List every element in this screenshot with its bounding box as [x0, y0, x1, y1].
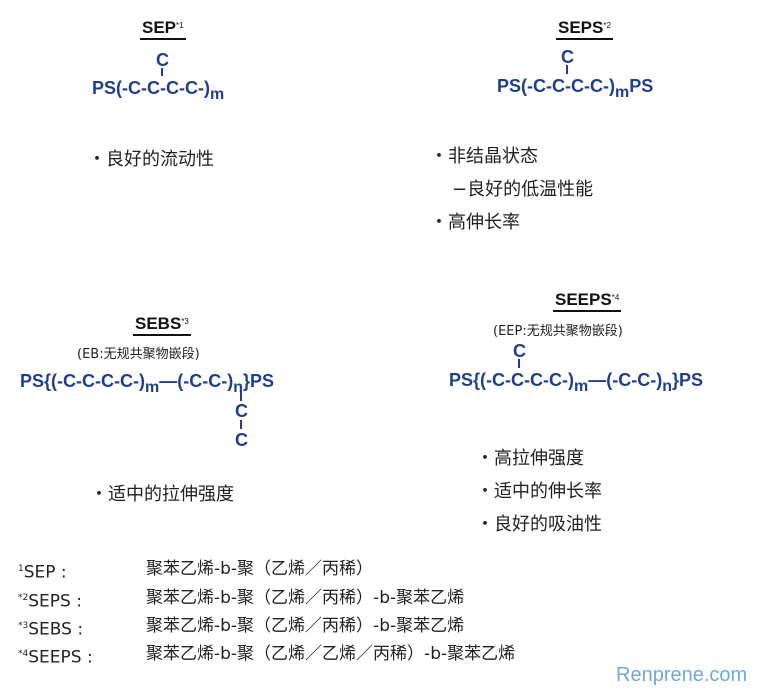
legend-row-sebs: *3SEBS :	[18, 619, 84, 640]
sebs-branch-bond-1	[240, 392, 242, 401]
seeps-property-2: ・适中的伸长率	[476, 481, 602, 502]
sep-title: SEP*1	[140, 18, 186, 40]
seps-formula: PS(-C-C-C-C-)mPS	[497, 76, 654, 101]
seeps-title: SEEPS*4	[553, 290, 622, 312]
seeps-property-3: ・良好的吸油性	[476, 514, 602, 535]
seps-property-1: ・非结晶状态	[430, 146, 538, 167]
seeps-formula: PS{(-C-C-C-C-)m—(-C-C-)n}PS	[449, 370, 703, 395]
legend-full-seps: 聚苯乙烯-b-聚（乙烯／丙稀）-b-聚苯乙烯	[146, 588, 465, 608]
sep-formula: PS(-C-C-C-C-)m	[92, 78, 225, 103]
sebs-branch-c-2: C	[235, 430, 248, 450]
sebs-formula: PS{(-C-C-C-C-)m—(-C-C-)n}PS	[20, 371, 274, 396]
sebs-branch-c-1: C	[235, 401, 248, 421]
legend-full-seeps: 聚苯乙烯-b-聚（乙烯／乙烯／丙稀）-b-聚苯乙烯	[146, 644, 516, 664]
legend-row-seeps: *4SEEPS :	[18, 647, 93, 668]
seps-title: SEPS*2	[556, 18, 613, 40]
legend-full-sep: 聚苯乙烯-b-聚（乙烯／丙稀）	[146, 559, 374, 579]
sep-property: ・良好的流动性	[88, 149, 214, 170]
legend-row-seps: *2SEPS :	[18, 591, 82, 612]
sebs-title: SEBS*3	[133, 314, 191, 336]
seps-property-3: ・高伸长率	[430, 212, 520, 233]
watermark: Renprene.com	[616, 664, 748, 686]
sep-branch-bond	[161, 68, 163, 76]
seps-property-2: −良好的低温性能	[452, 179, 594, 200]
sep-branch-c: C	[156, 50, 169, 70]
seeps-branch-bond	[518, 359, 520, 368]
legend-full-sebs: 聚苯乙烯-b-聚（乙烯／丙稀）-b-聚苯乙烯	[146, 616, 465, 636]
sebs-property: ・适中的拉伸强度	[90, 484, 234, 505]
seps-branch-bond	[566, 65, 568, 74]
sebs-branch-bond-2	[240, 420, 242, 429]
seeps-subtitle: (EEP:无规共聚物嵌段)	[493, 324, 623, 339]
seeps-branch-c: C	[513, 341, 526, 361]
legend-row-sep: 1SEP :	[18, 562, 67, 583]
seps-branch-c: C	[561, 47, 574, 67]
seeps-property-1: ・高拉伸强度	[476, 448, 584, 469]
sebs-subtitle: (EB:无规共聚物嵌段)	[77, 347, 200, 362]
